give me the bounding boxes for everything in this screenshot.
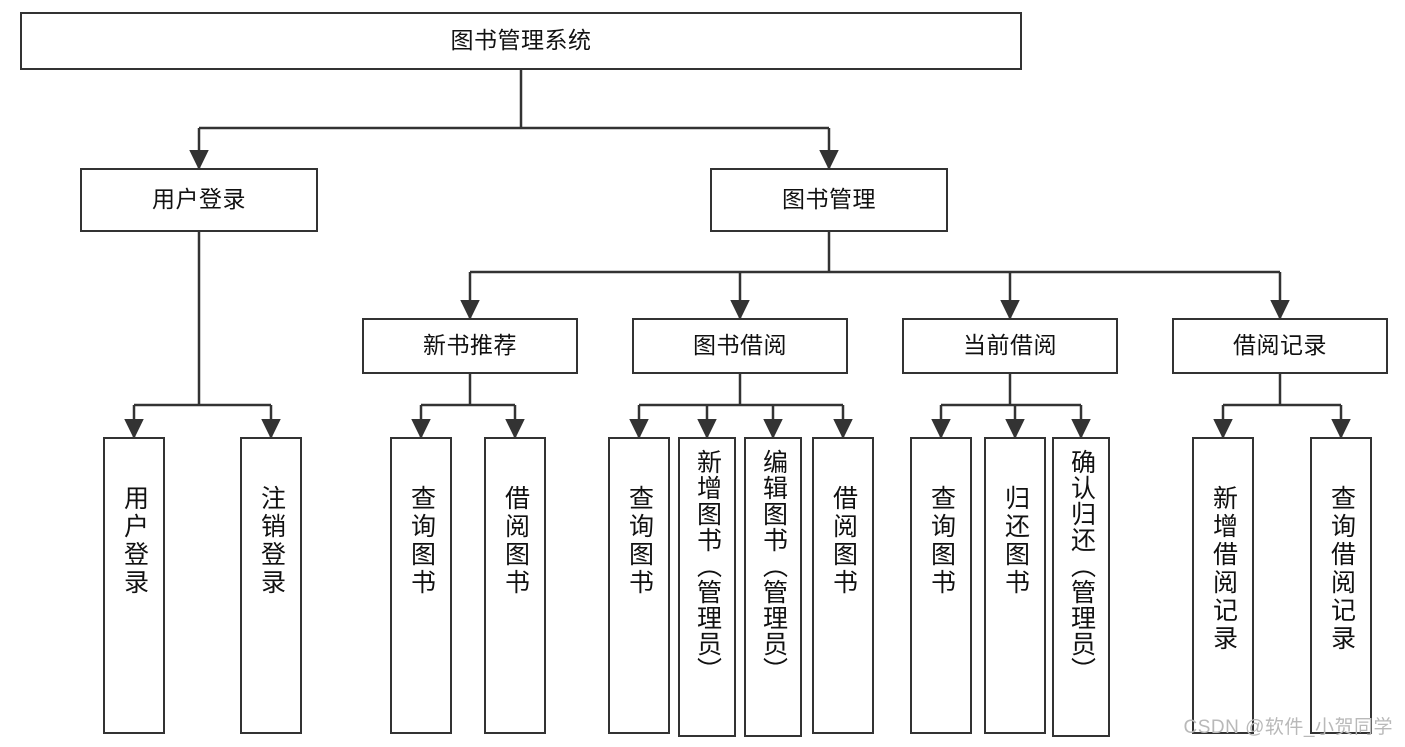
node-label: 借阅图书 bbox=[501, 485, 530, 597]
leaf-user-login[interactable]: 用户登录 bbox=[103, 437, 165, 734]
watermark: CSDN @软件_小贺同学 bbox=[1183, 717, 1393, 738]
node-current-borrow[interactable]: 当前借阅 bbox=[902, 318, 1118, 374]
node-label: 用户登录 bbox=[152, 186, 246, 213]
node-label: 图书借阅 bbox=[693, 332, 787, 359]
leaf-borrow-query-book[interactable]: 查询图书 bbox=[608, 437, 670, 734]
node-label: 当前借阅 bbox=[963, 332, 1057, 359]
leaf-record-add-borrow-record[interactable]: 新增借阅记录 bbox=[1192, 437, 1254, 734]
node-root-system[interactable]: 图书管理系统 bbox=[20, 12, 1022, 70]
leaf-borrow-add-book-admin[interactable]: 新增图书（管理员） bbox=[678, 437, 736, 737]
leaf-recommend-query-book[interactable]: 查询图书 bbox=[390, 437, 452, 734]
node-book-borrow[interactable]: 图书借阅 bbox=[632, 318, 848, 374]
node-label: 注销登录 bbox=[257, 485, 286, 597]
leaf-current-confirm-return-admin[interactable]: 确认归还（管理员） bbox=[1052, 437, 1110, 737]
leaf-user-logout[interactable]: 注销登录 bbox=[240, 437, 302, 734]
node-label: 查询图书 bbox=[625, 485, 654, 597]
node-label: 图书管理系统 bbox=[450, 27, 592, 54]
node-label: 新书推荐 bbox=[423, 332, 517, 359]
node-label: 确认归还（管理员） bbox=[1067, 449, 1096, 683]
node-label: 查询图书 bbox=[927, 485, 956, 597]
node-label: 借阅记录 bbox=[1233, 332, 1327, 359]
node-label: 编辑图书（管理员） bbox=[759, 449, 788, 683]
node-user-login[interactable]: 用户登录 bbox=[80, 168, 318, 232]
leaf-current-return-book[interactable]: 归还图书 bbox=[984, 437, 1046, 734]
node-label: 用户登录 bbox=[120, 485, 149, 597]
node-label: 借阅图书 bbox=[829, 485, 858, 597]
node-book-management[interactable]: 图书管理 bbox=[710, 168, 948, 232]
node-label: 图书管理 bbox=[782, 186, 876, 213]
node-borrow-record[interactable]: 借阅记录 bbox=[1172, 318, 1388, 374]
leaf-current-query-book[interactable]: 查询图书 bbox=[910, 437, 972, 734]
node-label: 归还图书 bbox=[1001, 485, 1030, 597]
leaf-borrow-borrow-book[interactable]: 借阅图书 bbox=[812, 437, 874, 734]
node-label: 查询图书 bbox=[407, 485, 436, 597]
node-label: 新增图书（管理员） bbox=[693, 449, 722, 683]
node-label: 查询借阅记录 bbox=[1327, 485, 1356, 653]
node-label: 新增借阅记录 bbox=[1209, 485, 1238, 653]
node-new-book-recommend[interactable]: 新书推荐 bbox=[362, 318, 578, 374]
leaf-borrow-edit-book-admin[interactable]: 编辑图书（管理员） bbox=[744, 437, 802, 737]
leaf-recommend-borrow-book[interactable]: 借阅图书 bbox=[484, 437, 546, 734]
leaf-record-query-borrow-record[interactable]: 查询借阅记录 bbox=[1310, 437, 1372, 734]
